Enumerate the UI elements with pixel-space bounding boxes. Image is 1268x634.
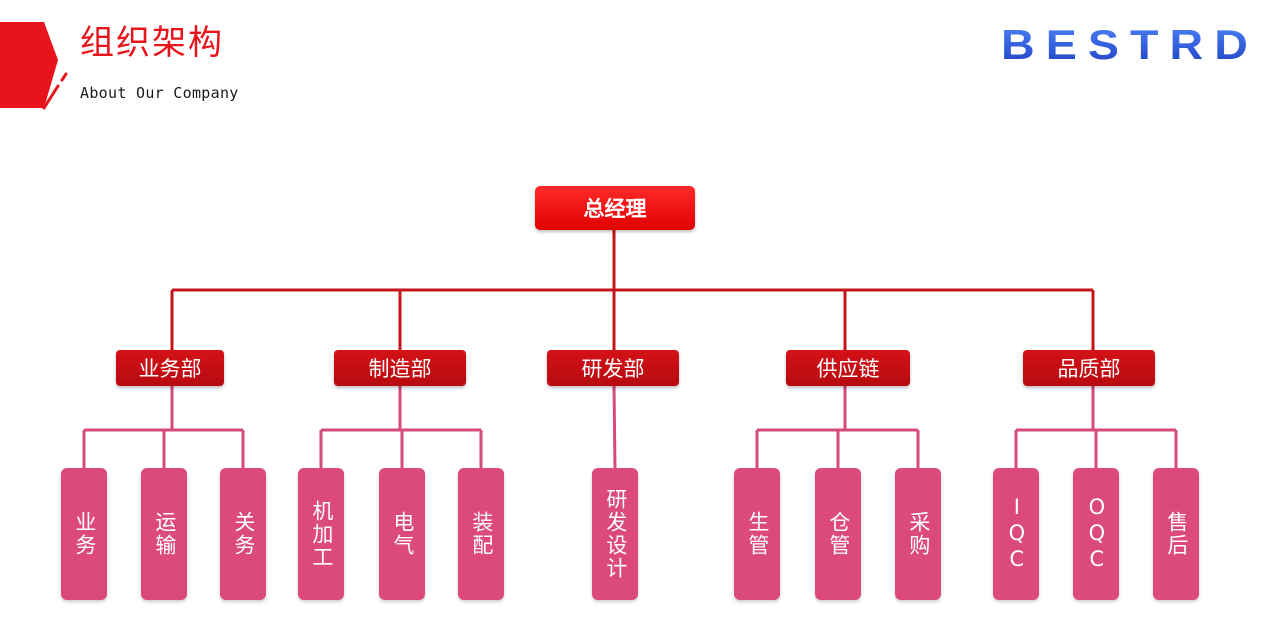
org-node-team-label: 关务	[231, 511, 256, 557]
org-node-team: IQC	[993, 468, 1039, 600]
connector-leaf-drop	[612, 385, 617, 469]
org-node-team-label: 运输	[152, 511, 177, 557]
brand-logo: BESTRD	[1001, 24, 1259, 64]
org-node-team: 关务	[220, 468, 266, 600]
org-node-team: 采购	[895, 468, 941, 600]
org-node-team: 仓管	[815, 468, 861, 600]
org-node-department: 品质部	[1023, 350, 1155, 386]
org-node-team: 生管	[734, 468, 780, 600]
org-node-team-label: 研发设计	[603, 488, 628, 580]
org-node-general-manager: 总经理	[535, 186, 695, 230]
org-node-team: 业务	[61, 468, 107, 600]
org-node-team: 装配	[458, 468, 504, 600]
org-node-department: 业务部	[116, 350, 224, 386]
org-node-team-label: 电气	[390, 511, 415, 557]
brand-logo-text: BESTRD	[1001, 24, 1259, 64]
org-node-team: 电气	[379, 468, 425, 600]
org-node-department: 制造部	[334, 350, 466, 386]
org-node-team-label: 业务	[72, 511, 97, 557]
org-node-team-label: 仓管	[826, 511, 851, 557]
org-node-team-label: 采购	[906, 511, 931, 557]
org-node-department: 供应链	[786, 350, 910, 386]
page-subtitle: About Our Company	[80, 84, 239, 102]
org-node-team-label: OQC	[1084, 495, 1109, 573]
page-title: 组织架构	[80, 23, 224, 63]
org-node-team-label: 机加工	[309, 499, 334, 569]
corner-banner-shape	[0, 22, 58, 108]
org-node-team-label: IQC	[1004, 495, 1029, 573]
org-node-team-label: 售后	[1164, 511, 1189, 557]
org-node-department: 研发部	[547, 350, 679, 386]
org-node-team: 机加工	[298, 468, 344, 600]
org-node-team: 研发设计	[592, 468, 638, 600]
org-node-team-label: 生管	[745, 511, 770, 557]
org-node-team: 售后	[1153, 468, 1199, 600]
slash-accent-mark	[42, 72, 68, 110]
org-node-team: 运输	[141, 468, 187, 600]
org-node-team-label: 装配	[469, 511, 494, 557]
org-node-team: OQC	[1073, 468, 1119, 600]
